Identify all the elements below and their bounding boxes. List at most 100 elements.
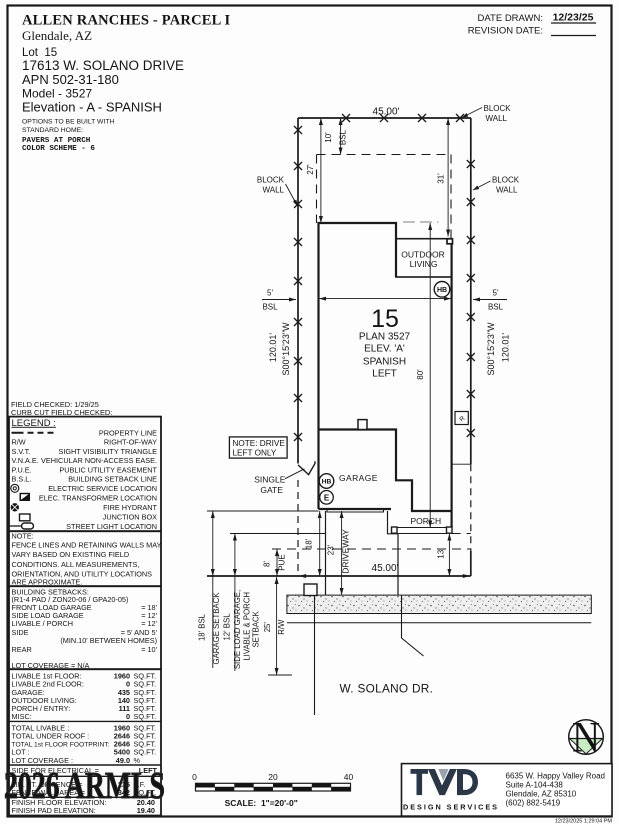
svg-text:20: 20 [268, 772, 278, 782]
svg-text:GARAGE: GARAGE [339, 473, 378, 483]
svg-text:LIN. FT. OF FENCE =: LIN. FT. OF FENCE = [12, 780, 83, 789]
svg-text:TOTAL UNDER ROOF :: TOTAL UNDER ROOF : [12, 732, 90, 741]
svg-text:= 5' AND 5': = 5' AND 5' [121, 628, 158, 637]
svg-text:PORCH: PORCH [411, 516, 442, 526]
svg-text:31': 31' [437, 173, 446, 184]
svg-text:WALL: WALL [496, 186, 518, 195]
svg-text:= 12': = 12' [141, 619, 157, 628]
svg-text:Model - 3527: Model - 3527 [22, 87, 92, 101]
svg-text:2026 ARMLS: 2026 ARMLS [4, 765, 165, 807]
svg-text:18' BSL: 18' BSL [198, 613, 207, 641]
svg-text:B.S.L.: B.S.L. [12, 474, 32, 483]
svg-text:PUBLIC UTILITY EASEMENT: PUBLIC UTILITY EASEMENT [59, 465, 157, 474]
svg-text:%: % [134, 756, 141, 765]
svg-text:RIGHT-OF-WAY: RIGHT-OF-WAY [104, 438, 157, 447]
svg-text:FIRE HYDRANT: FIRE HYDRANT [103, 503, 157, 512]
svg-text:12/23/2025 1:29:04 PM: 12/23/2025 1:29:04 PM [555, 819, 613, 824]
svg-text:VARY BASED ON EXISTING FIELD: VARY BASED ON EXISTING FIELD [12, 550, 130, 559]
svg-text:WALL: WALL [486, 114, 508, 123]
svg-text:SIDE LOAD GARAGE: SIDE LOAD GARAGE [12, 611, 84, 620]
svg-text:5': 5' [493, 289, 499, 298]
svg-text:LEGEND :: LEGEND : [12, 418, 56, 429]
svg-text:6635 W. Happy Valley Road: 6635 W. Happy Valley Road [506, 772, 605, 781]
svg-text:CONDITIONS. ALL MEASUREMENTS,: CONDITIONS. ALL MEASUREMENTS, [12, 560, 140, 569]
svg-text:SQ.FT.: SQ.FT. [134, 688, 157, 697]
svg-text:SETBACK: SETBACK [252, 610, 261, 647]
svg-text:W. SOLANO DR.: W. SOLANO DR. [340, 682, 434, 696]
svg-text:1960: 1960 [114, 723, 130, 732]
svg-text:0: 0 [126, 680, 130, 689]
svg-text:LOT COVERAGE = N/A: LOT COVERAGE = N/A [12, 661, 90, 670]
svg-text:WALL: WALL [263, 186, 285, 195]
svg-text:BLOCK: BLOCK [484, 104, 512, 113]
svg-text:FRONT LOAD GARAGE: FRONT LOAD GARAGE [12, 603, 92, 612]
svg-text:SQ.FT.: SQ.FT. [134, 748, 157, 757]
svg-text:JUNCTION BOX: JUNCTION BOX [103, 512, 157, 521]
svg-text:18': 18' [305, 538, 314, 549]
svg-text:GATE: GATE [260, 485, 283, 495]
svg-text:COLOR SCHEME - 6: COLOR SCHEME - 6 [22, 145, 95, 153]
svg-text:SQ.FT.: SQ.FT. [134, 704, 157, 713]
svg-text:120.01': 120.01' [268, 333, 278, 363]
svg-text:45.00': 45.00' [373, 107, 400, 118]
svg-text:Glendale, AZ 85310: Glendale, AZ 85310 [506, 790, 577, 799]
svg-text:45.00': 45.00' [372, 563, 399, 574]
svg-text:49.0: 49.0 [116, 756, 130, 765]
svg-text:TOTAL 1st FLOOR FOOTPRINT:: TOTAL 1st FLOOR FOOTPRINT: [12, 742, 110, 749]
svg-text:SCALE: 1"=20'-0": SCALE: 1"=20'-0" [225, 798, 298, 808]
svg-text:FENCE/WALL AREA =: FENCE/WALL AREA = [12, 788, 85, 797]
svg-text:SQ.FT.: SQ.FT. [134, 680, 157, 689]
svg-text:FENCE LINES AND RETAINING WALL: FENCE LINES AND RETAINING WALLS MAY [12, 541, 162, 550]
svg-text:12/23/25: 12/23/25 [553, 12, 594, 24]
svg-text:BUILDING SETBACK LINE: BUILDING SETBACK LINE [68, 474, 157, 483]
svg-text:DRIVEWAY: DRIVEWAY [341, 529, 351, 574]
svg-text:PAVERS AT PORCH: PAVERS AT PORCH [22, 137, 91, 145]
svg-text:20.40: 20.40 [137, 798, 155, 807]
svg-text:2646: 2646 [114, 732, 130, 741]
svg-text:BSL: BSL [488, 303, 504, 312]
svg-text:LIVING: LIVING [410, 259, 438, 269]
svg-text:LIVABLE 2nd FLOOR:: LIVABLE 2nd FLOOR: [12, 680, 84, 689]
svg-text:ELEC. TRANSFORMER LOCATION: ELEC. TRANSFORMER LOCATION [39, 494, 157, 503]
svg-text:LEFT ONLY: LEFT ONLY [233, 448, 277, 457]
svg-text:R/W: R/W [12, 438, 26, 447]
svg-text:= 18': = 18' [141, 603, 157, 612]
svg-text:(R1-4 PAD / ZON20-06 / GPA20-0: (R1-4 PAD / ZON20-06 / GPA20-05) [12, 595, 129, 604]
svg-text:8': 8' [263, 561, 272, 567]
svg-text:25': 25' [263, 622, 272, 633]
svg-text:SQ.FT.: SQ.FT. [134, 723, 157, 732]
svg-text:ARE APPROXIMATE.: ARE APPROXIMATE. [12, 578, 83, 587]
svg-text:80': 80' [416, 369, 425, 380]
svg-text:S00°15'23"W: S00°15'23"W [486, 322, 496, 376]
svg-text:LEFT: LEFT [372, 369, 396, 380]
svg-text:SQ.FT.: SQ.FT. [134, 696, 157, 705]
svg-text:ELEV. 'A': ELEV. 'A' [364, 344, 405, 355]
svg-text:SIGHT VISIBILITY TRIANGLE: SIGHT VISIBILITY TRIANGLE [58, 447, 157, 456]
svg-text:LOT COVERAGE :: LOT COVERAGE : [12, 756, 74, 765]
svg-text:15: 15 [371, 305, 399, 333]
svg-text:SQ.FT.: SQ.FT. [134, 740, 157, 749]
svg-text:APN 502-31-180: APN 502-31-180 [22, 72, 119, 87]
svg-text:R: R [458, 415, 466, 424]
svg-text:FINISH FLOOR ELEVATION:: FINISH FLOOR ELEVATION: [12, 798, 107, 807]
svg-text:REVISION DATE:: REVISION DATE: [468, 26, 543, 37]
svg-text:ELECTRIC SERVICE LOCATION: ELECTRIC SERVICE LOCATION [48, 484, 157, 493]
svg-text:CURB CUT FIELD CHECKED:: CURB CUT FIELD CHECKED: [11, 408, 112, 417]
svg-text:OUTDOOR LIVING:: OUTDOOR LIVING: [12, 696, 77, 705]
svg-text:13': 13' [437, 548, 446, 559]
svg-text:GARAGE SETBACK: GARAGE SETBACK [212, 592, 221, 665]
svg-text:NOTE:: NOTE: [12, 531, 34, 540]
svg-text:Suite A-104-438: Suite A-104-438 [506, 781, 564, 790]
svg-text:R/W: R/W [277, 619, 286, 635]
svg-text:SQ.FT.: SQ.FT. [134, 732, 157, 741]
svg-text:(MIN.10' BETWEEN HOMES): (MIN.10' BETWEEN HOMES) [60, 636, 157, 645]
svg-text:SIDE FOR ELECTRICAL =: SIDE FOR ELECTRICAL = [12, 766, 100, 775]
svg-text:PROPERTY LINE: PROPERTY LINE [99, 428, 157, 437]
svg-text:MISC:: MISC: [12, 712, 32, 721]
svg-text:27': 27' [306, 164, 315, 175]
svg-text:(602) 882-5419: (602) 882-5419 [506, 799, 561, 808]
svg-text:40: 40 [344, 772, 354, 782]
svg-text:V.N.A.E.: V.N.A.E. [12, 456, 39, 465]
svg-text:E: E [324, 493, 330, 502]
svg-text:SPANISH: SPANISH [363, 357, 406, 368]
